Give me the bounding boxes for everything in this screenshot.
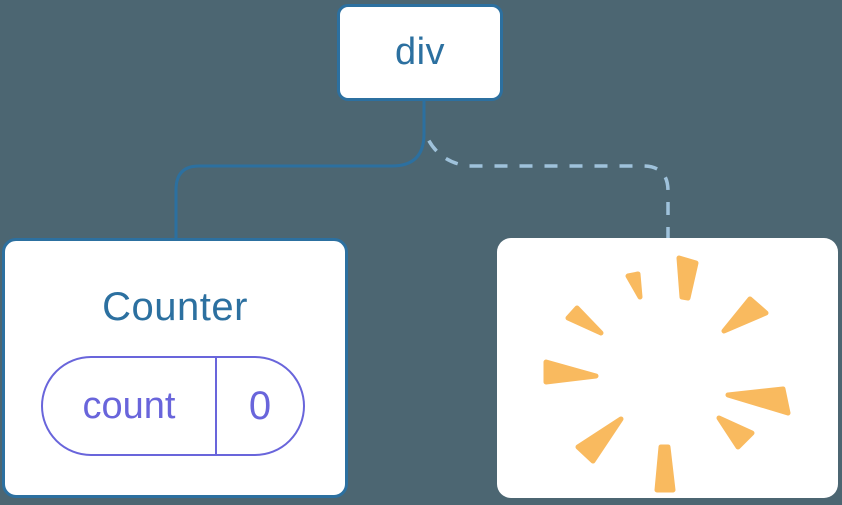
poof-spark-top [676,255,699,301]
poof-spark-lower-left [575,416,624,464]
edge-solid-line [174,101,426,240]
poof-spark-left [543,359,599,385]
state-value: 0 [248,383,272,428]
poof-spark-upper-right [721,296,769,334]
poof-spark-upper-left [565,305,604,336]
root-node-label: div [394,31,446,73]
poof-spark-lower-right [716,415,755,450]
poof-spark-right [725,386,791,416]
poof-spark-top-left-small [625,271,643,300]
state-pill: count 0 [41,356,305,456]
edge-dashed-line [425,136,670,240]
removed-component-card [497,238,838,498]
root-node-div: div [337,4,503,101]
poof-spark-bottom [654,444,676,493]
counter-component-card: Counter count 0 [2,238,348,498]
counter-title: Counter [102,285,248,329]
poof-explosion-icon [543,255,791,493]
state-key-label: count [43,358,217,454]
